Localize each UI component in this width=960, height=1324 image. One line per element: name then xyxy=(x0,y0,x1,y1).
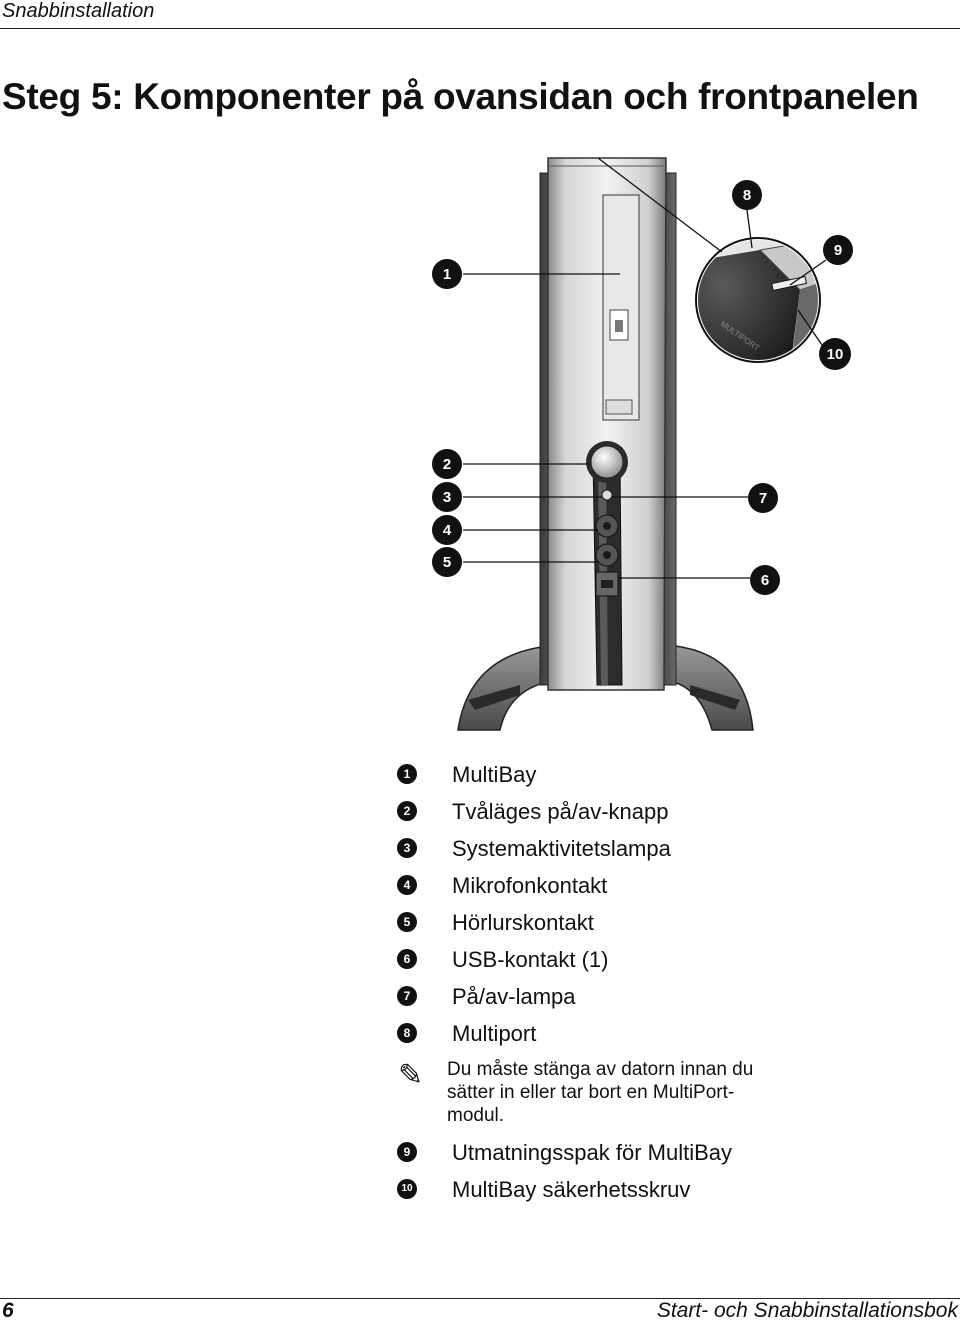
item-label: Systemaktivitetslampa xyxy=(452,836,671,861)
running-header: Snabbinstallation xyxy=(2,0,155,22)
item-marker: 1 xyxy=(397,764,417,784)
callout-10: 10 xyxy=(819,338,851,370)
list-item: 5 Hörlurskontakt xyxy=(0,908,960,938)
list-item: 6 USB-kontakt (1) xyxy=(0,945,960,975)
list-item: 2 Tvåläges på/av-knapp xyxy=(0,797,960,827)
list-item: 9 Utmatningsspak för MultiBay xyxy=(0,1138,960,1168)
callout-4: 4 xyxy=(432,515,462,545)
svg-text:9: 9 xyxy=(834,242,842,259)
callout-8: 8 xyxy=(732,180,762,210)
svg-text:10: 10 xyxy=(827,346,844,363)
svg-text:6: 6 xyxy=(761,572,769,589)
item-label: Mikrofonkontakt xyxy=(452,873,608,898)
header-divider xyxy=(0,28,960,29)
item-marker: 10 xyxy=(397,1179,417,1199)
list-item: 1 MultiBay xyxy=(0,760,960,790)
svg-text:2: 2 xyxy=(443,456,451,473)
list-item: 7 På/av-lampa xyxy=(0,982,960,1012)
callout-2: 2 xyxy=(432,449,462,479)
svg-text:7: 7 xyxy=(759,490,767,507)
note-box: ✎ Du måste stänga av datorn innan du sät… xyxy=(390,1058,910,1138)
callout-5: 5 xyxy=(432,547,462,577)
item-marker: 8 xyxy=(397,1023,417,1043)
list-item: 3 Systemaktivitetslampa xyxy=(0,834,960,864)
list-item: 8 Multiport xyxy=(0,1019,960,1049)
item-label: MultiBay xyxy=(452,762,537,787)
computer-illustration: MULTIPORT 1 2 3 4 5 6 7 8 9 10 xyxy=(432,157,853,731)
list-item: 10 MultiBay säkerhetsskruv xyxy=(0,1175,960,1205)
item-label: Utmatningsspak för MultiBay xyxy=(452,1140,732,1165)
callout-7: 7 xyxy=(748,483,778,513)
item-marker: 3 xyxy=(397,838,417,858)
item-label: MultiBay säkerhetsskruv xyxy=(452,1177,691,1202)
item-marker: 9 xyxy=(397,1142,417,1162)
item-label: Hörlurskontakt xyxy=(452,910,594,935)
item-marker: 6 xyxy=(397,949,417,969)
item-label: På/av-lampa xyxy=(452,984,576,1009)
svg-text:4: 4 xyxy=(443,522,452,539)
pencil-icon: ✎ xyxy=(398,1059,424,1092)
book-title: Start- och Snabbinstallationsbok xyxy=(656,1299,958,1322)
callout-1: 1 xyxy=(432,259,462,289)
callout-9: 9 xyxy=(823,235,853,265)
item-marker: 4 xyxy=(397,875,417,895)
callout-3: 3 xyxy=(432,482,462,512)
item-marker: 5 xyxy=(397,912,417,932)
page-title: Steg 5: Komponenter på ovansidan och fro… xyxy=(2,76,919,117)
item-marker: 7 xyxy=(397,986,417,1006)
computer-front-figure: MULTIPORT 1 2 3 4 5 6 7 8 9 10 xyxy=(0,140,960,750)
footer-divider xyxy=(0,1298,960,1299)
svg-text:3: 3 xyxy=(443,489,451,506)
page-number: 6 xyxy=(2,1299,14,1322)
svg-text:5: 5 xyxy=(443,554,451,571)
item-label: Multiport xyxy=(452,1021,537,1046)
list-item: 4 Mikrofonkontakt xyxy=(0,871,960,901)
note-text: Du måste stänga av datorn innan du sätte… xyxy=(447,1059,754,1126)
item-label: Tvåläges på/av-knapp xyxy=(452,799,669,824)
callout-6: 6 xyxy=(750,565,780,595)
item-label: USB-kontakt (1) xyxy=(452,947,609,972)
svg-text:8: 8 xyxy=(743,187,751,204)
svg-text:1: 1 xyxy=(443,266,451,283)
item-marker: 2 xyxy=(397,801,417,821)
